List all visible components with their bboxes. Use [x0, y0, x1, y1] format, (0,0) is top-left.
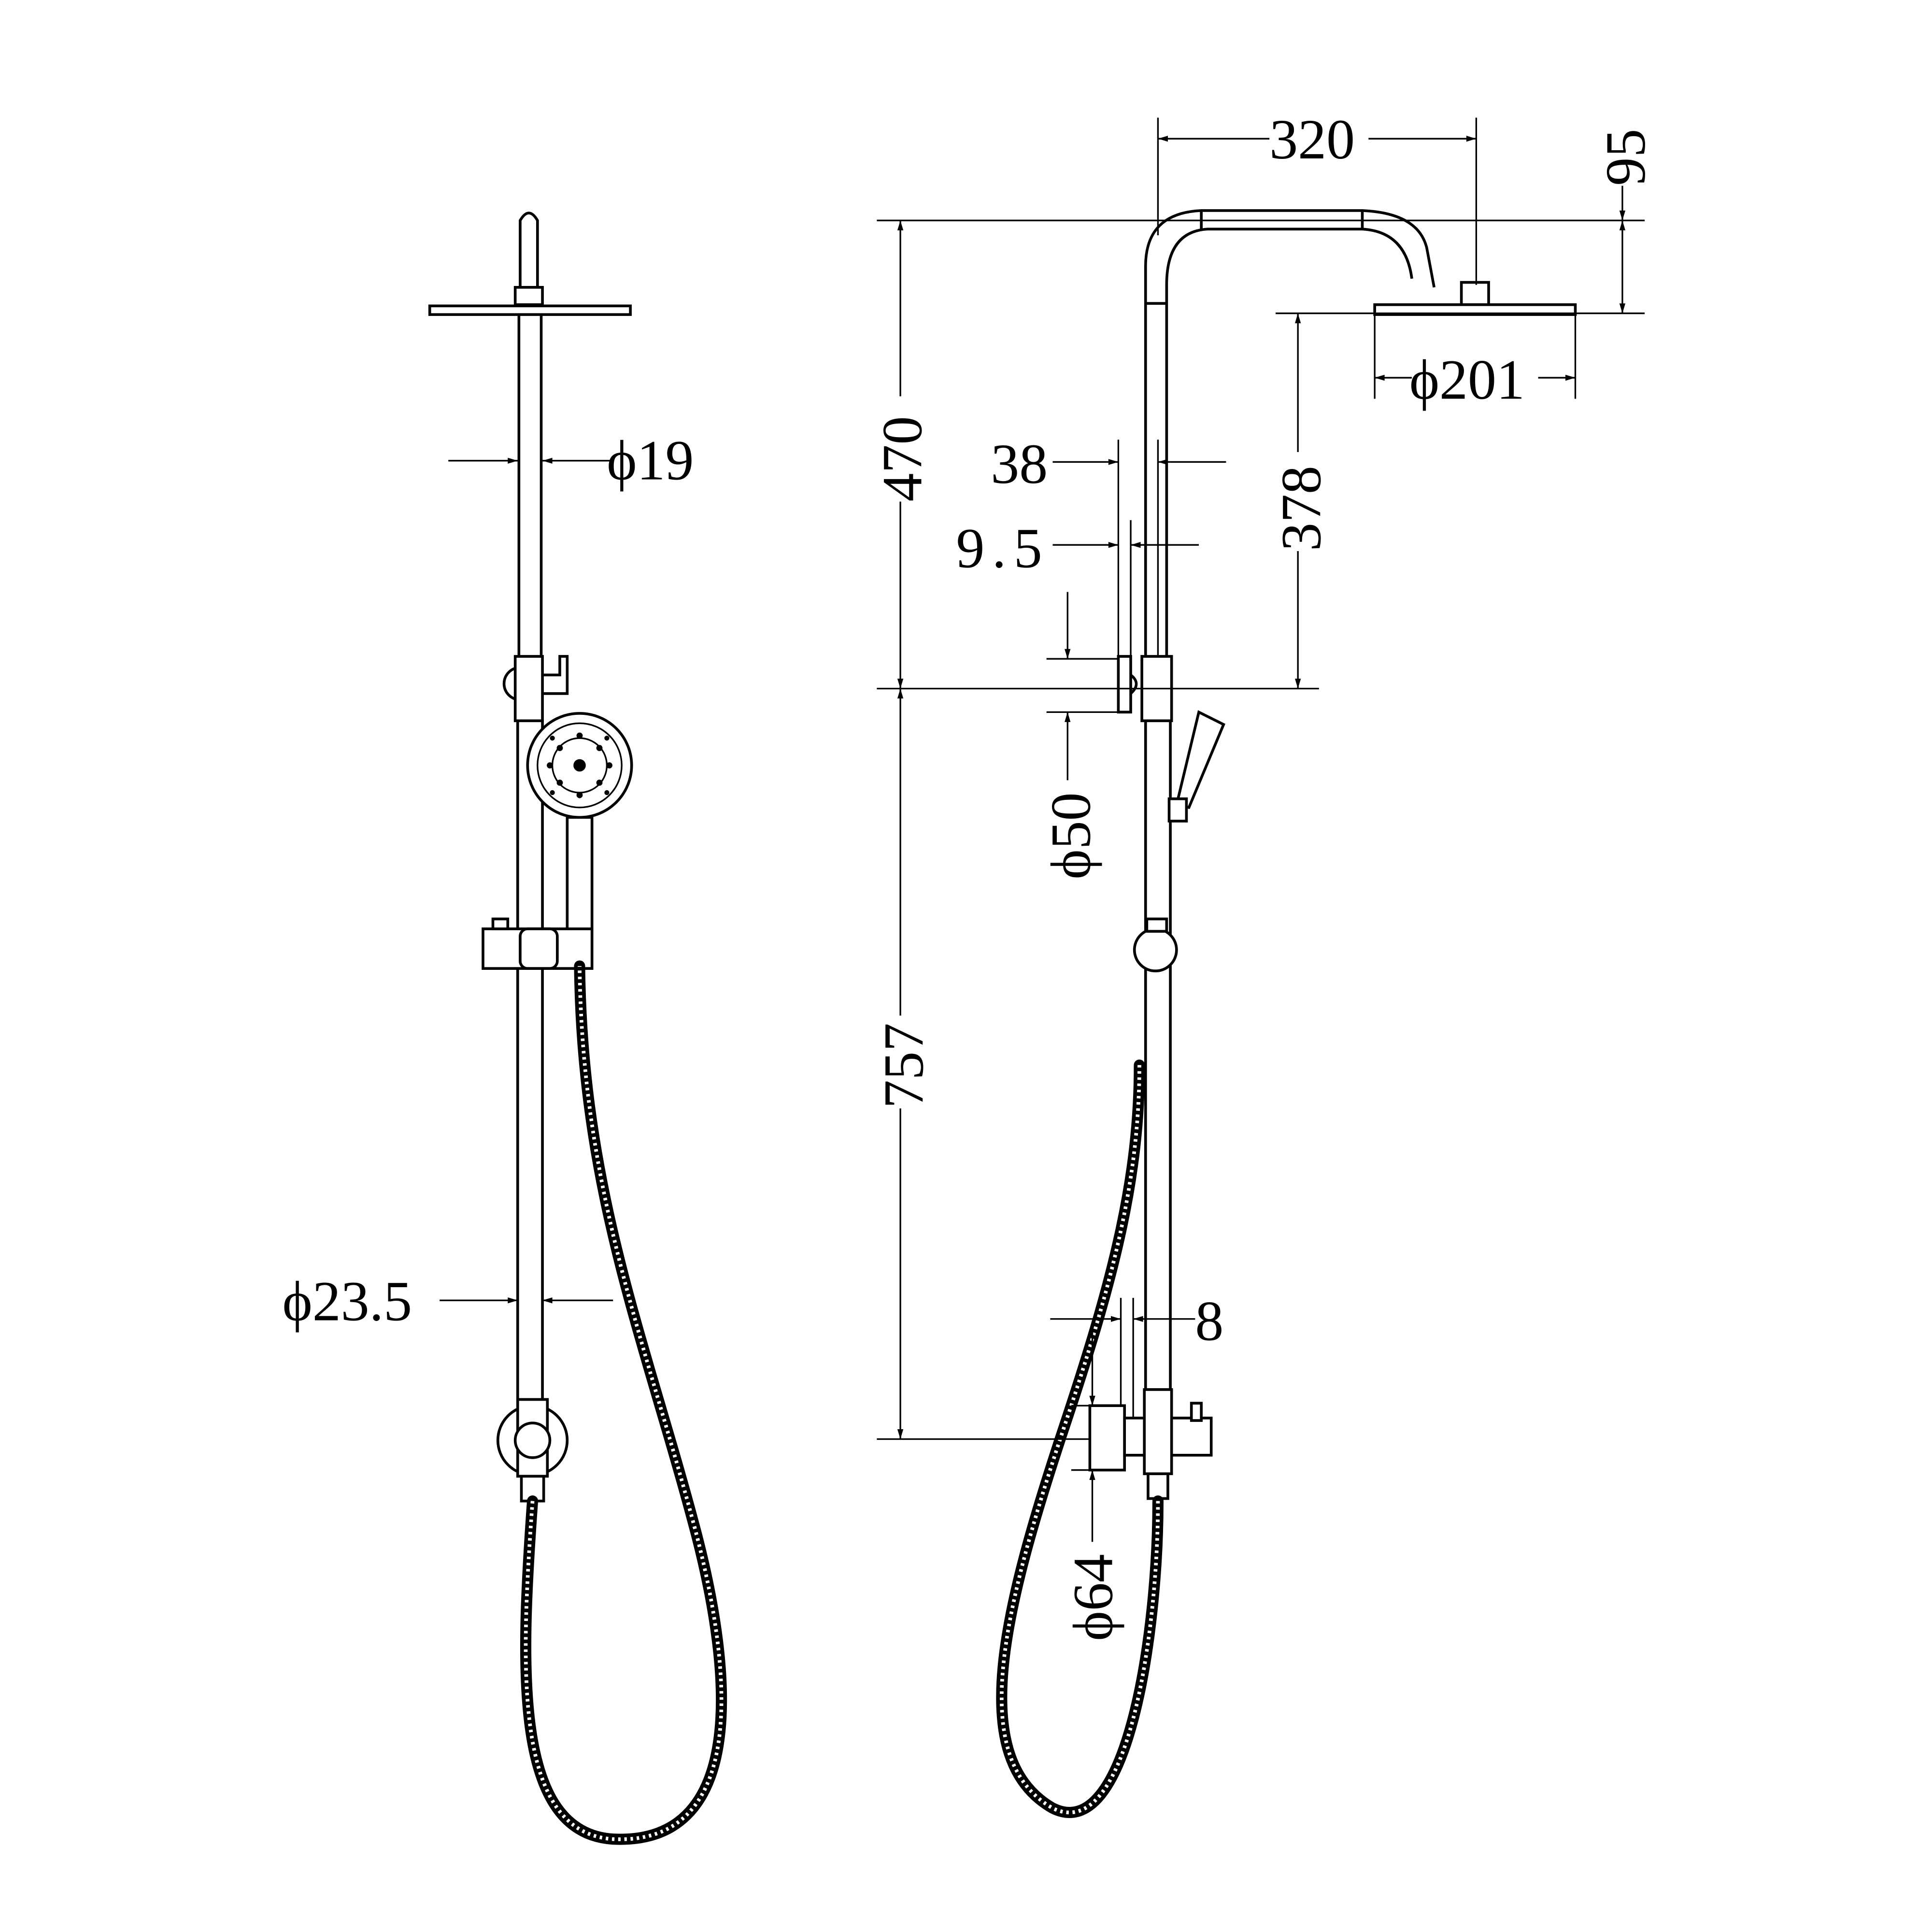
outlet-lever	[1190, 1402, 1203, 1422]
upper-bracket	[513, 655, 544, 723]
dim-slider-rail-diameter: ϕ23.5	[283, 1269, 412, 1333]
dim-arm-reach: 320	[1269, 108, 1355, 171]
dim-upper-height: 470	[871, 416, 934, 502]
dim-rail-diameter: ϕ19	[607, 428, 694, 492]
dim-lower-height: 757	[872, 1023, 935, 1108]
dim-head-drop: 95	[1594, 129, 1657, 186]
outlet-knob	[513, 1421, 552, 1459]
diverter-lever	[542, 655, 569, 695]
dim-head-to-bracket: 378	[1269, 466, 1333, 551]
handshower-side	[1175, 710, 1225, 810]
dim-outlet-offset: 8	[1195, 1289, 1223, 1352]
top-stub	[519, 212, 539, 295]
shower-arm	[1144, 209, 1436, 656]
handshower-handle	[566, 816, 594, 933]
rail-upper	[517, 313, 543, 663]
head-connector	[513, 286, 544, 306]
rail-lower	[516, 719, 544, 1416]
slide-holder-side[interactable]	[1133, 927, 1178, 973]
outlet-wall-bracket	[1088, 1404, 1126, 1472]
handshower-head	[526, 712, 633, 819]
slide-button	[491, 917, 510, 930]
slide-holder-clamp	[519, 927, 559, 970]
side-view: 320 95 ϕ201 470 378 38 9.5 ϕ50 757 8 ϕ64	[871, 108, 1657, 1818]
hose	[520, 960, 727, 1845]
head-swivel	[1460, 281, 1490, 306]
dim-bracket-depth: 9.5	[956, 516, 1050, 580]
overhead-shower-plate-side	[1373, 303, 1577, 316]
dim-wall-offset: 38	[991, 432, 1048, 496]
riser-rail	[1144, 719, 1172, 1416]
wall-bracket	[1117, 655, 1132, 714]
front-view: ϕ19 ϕ23.5	[283, 212, 727, 1845]
dim-bracket-diameter: ϕ50	[1039, 792, 1102, 879]
dim-outlet-diameter: ϕ64	[1062, 1554, 1125, 1641]
dim-head-diameter: ϕ201	[1409, 348, 1525, 412]
